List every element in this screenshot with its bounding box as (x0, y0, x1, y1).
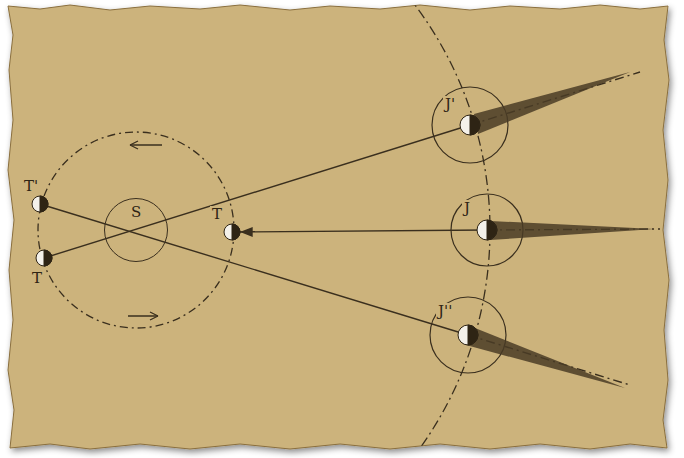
position-label: J (462, 200, 472, 216)
earth (32, 196, 240, 266)
position-label: J'' (436, 303, 454, 319)
jupiter-shadow (466, 72, 655, 388)
node-label: S (129, 204, 143, 220)
jupiter-orbit (0, 0, 490, 458)
sight-line (40, 72, 660, 385)
position-label: J' (443, 96, 457, 112)
sun-circle: S (104, 198, 168, 262)
jupiter (458, 115, 497, 345)
position-label: T (210, 206, 224, 222)
parchment (8, 5, 669, 449)
position-label: T' (22, 178, 40, 194)
position-label: T (30, 270, 44, 286)
